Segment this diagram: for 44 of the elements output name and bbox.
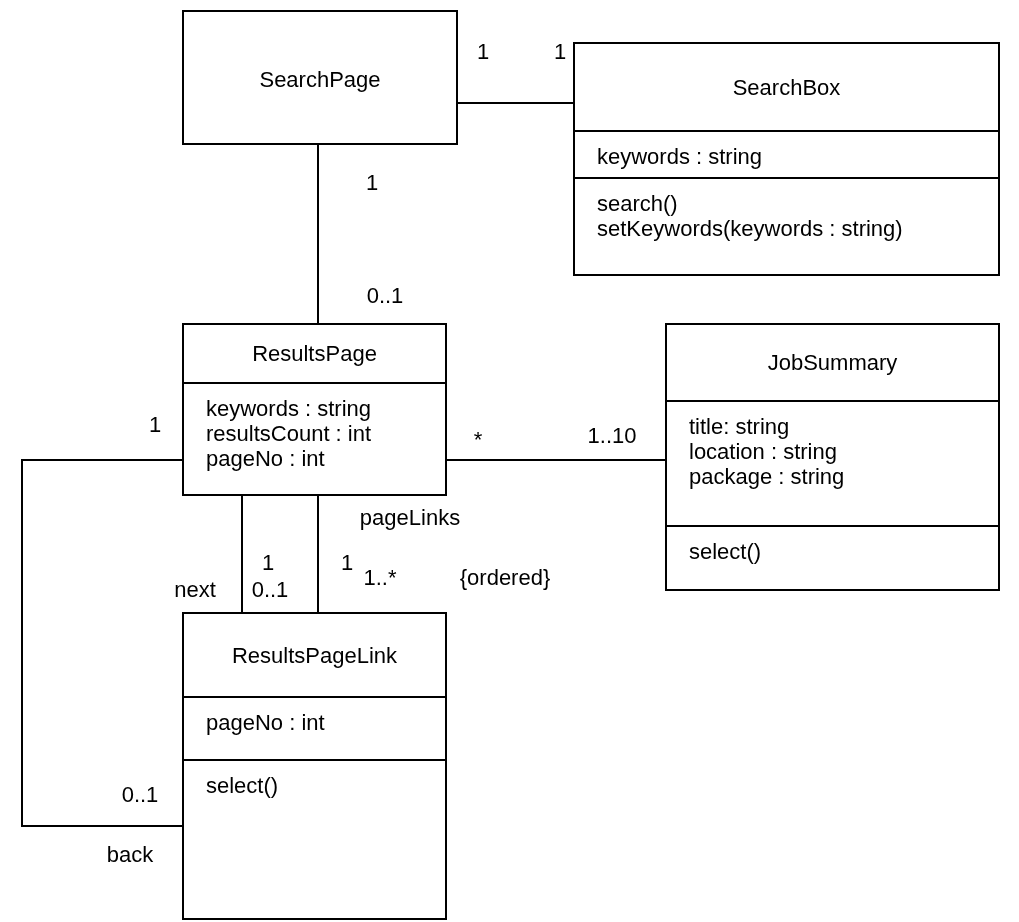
multiplicity-label: 1..10 bbox=[587, 423, 637, 449]
association-line bbox=[446, 459, 666, 461]
class-name: SearchBox bbox=[732, 74, 841, 100]
class-box bbox=[665, 323, 1000, 591]
attribute-text: resultsCount : int bbox=[206, 421, 372, 446]
association-line bbox=[241, 495, 243, 613]
class-box bbox=[182, 323, 447, 496]
multiplicity-label: next bbox=[174, 577, 216, 603]
method-text: select() bbox=[689, 539, 762, 564]
class-name: SearchPage bbox=[259, 67, 381, 92]
attribute-text: location : string bbox=[689, 439, 837, 464]
class-box bbox=[182, 10, 458, 145]
method-text: search() bbox=[597, 191, 678, 216]
association-line bbox=[21, 459, 183, 827]
multiplicity-label: 1 bbox=[148, 412, 162, 438]
multiplicity-label: 1 bbox=[476, 39, 490, 65]
attribute-text: pageNo : int bbox=[206, 446, 325, 471]
attribute-text: keywords : string bbox=[206, 396, 372, 421]
multiplicity-label: 0..1 bbox=[366, 283, 404, 309]
multiplicity-label: 1 bbox=[340, 550, 354, 576]
multiplicity-label: 1 bbox=[365, 170, 379, 196]
multiplicity-label: pageLinks bbox=[359, 505, 461, 531]
multiplicity-label: back bbox=[106, 842, 154, 868]
method-text: setKeywords(keywords : string) bbox=[597, 216, 903, 241]
attribute-text: keywords : string bbox=[597, 144, 763, 169]
attribute-text: title: string bbox=[689, 414, 790, 439]
class-box bbox=[182, 612, 447, 920]
association-line bbox=[457, 102, 574, 104]
association-line bbox=[317, 495, 319, 613]
class-name: ResultsPageLink bbox=[231, 642, 398, 668]
class-box bbox=[573, 42, 1000, 276]
multiplicity-label: 1..* bbox=[363, 565, 397, 591]
multiplicity-label: 1 bbox=[553, 39, 567, 65]
multiplicity-label: {ordered} bbox=[459, 565, 551, 591]
class-name: JobSummary bbox=[767, 350, 898, 375]
attribute-text: pageNo : int bbox=[206, 710, 325, 735]
multiplicity-label: * bbox=[473, 427, 483, 453]
multiplicity-label: 0..1 bbox=[251, 577, 289, 603]
attribute-text: package : string bbox=[689, 464, 845, 489]
multiplicity-label: 0..1 bbox=[121, 782, 159, 808]
multiplicity-label: 1 bbox=[261, 550, 275, 576]
association-line bbox=[317, 144, 319, 324]
class-name: ResultsPage bbox=[252, 341, 377, 366]
method-text: select() bbox=[206, 773, 279, 798]
